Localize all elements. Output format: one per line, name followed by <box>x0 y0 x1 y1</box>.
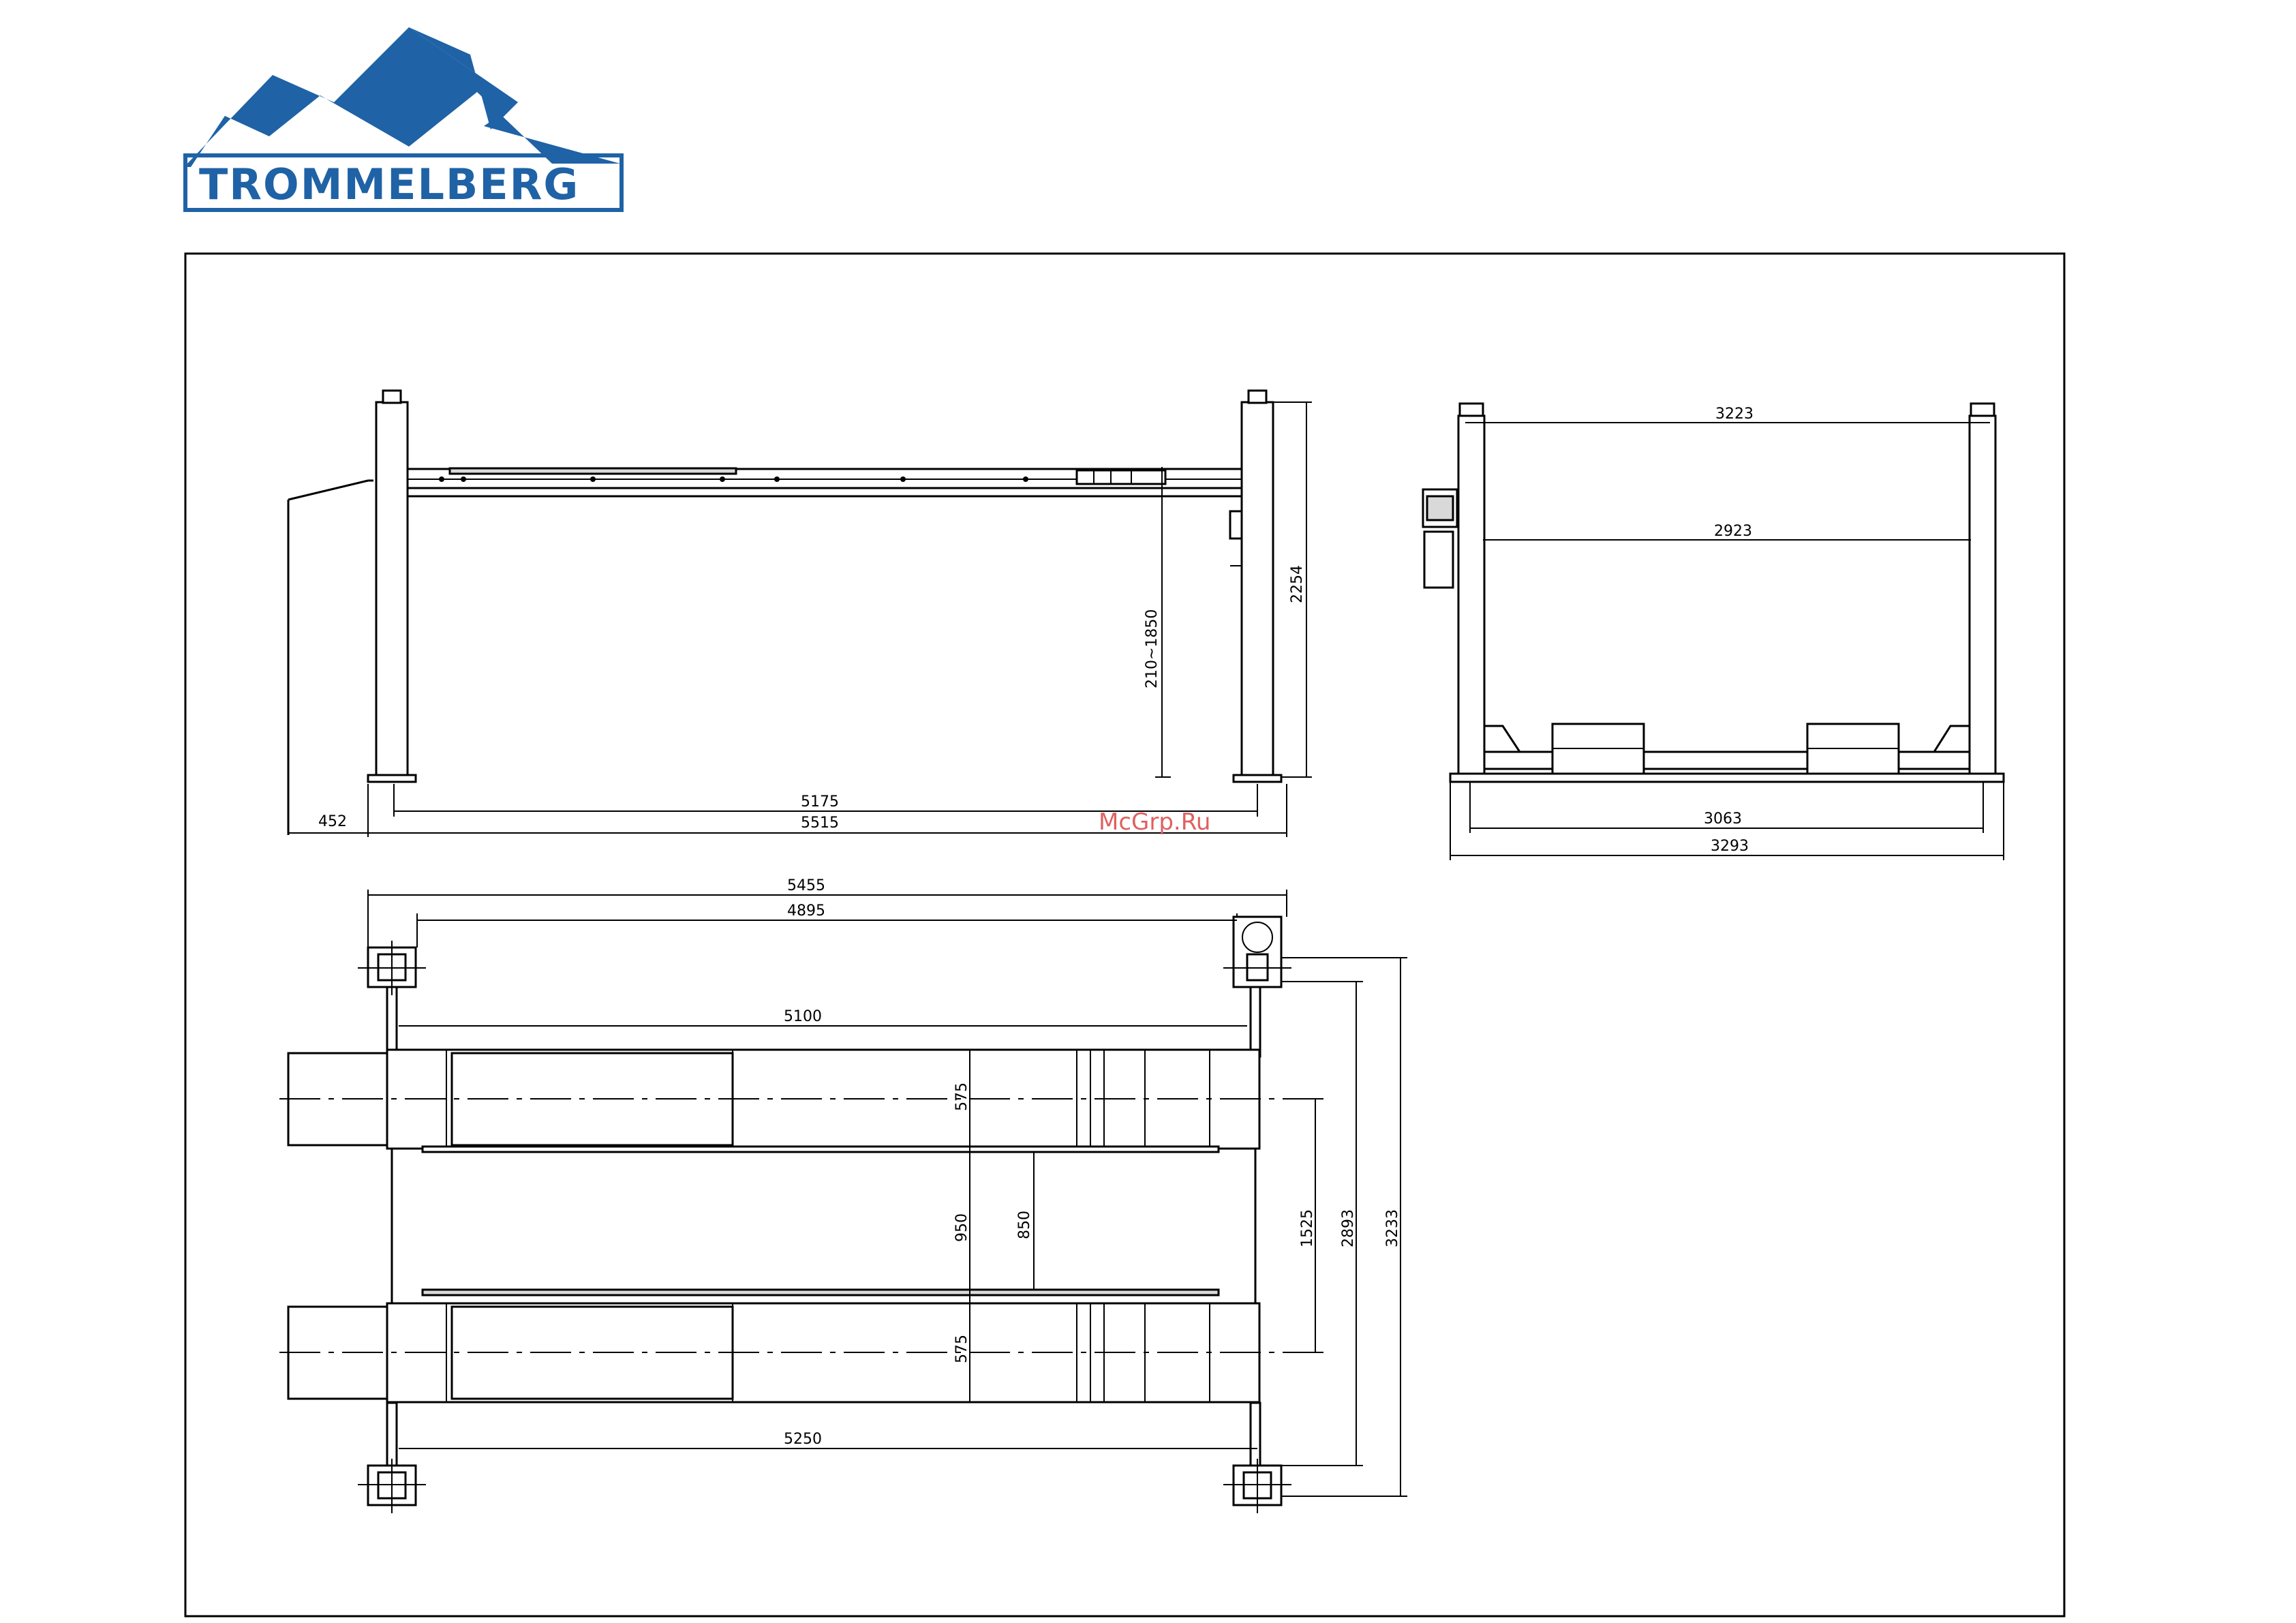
front-right-post <box>1970 416 1995 776</box>
dim-2254: 2254 <box>1289 565 1306 603</box>
dim-575-upper: 575 <box>953 1082 970 1111</box>
dim-3223: 3223 <box>1715 406 1754 423</box>
side-ramp <box>288 481 373 500</box>
dim-5455: 5455 <box>787 877 825 894</box>
dim-950: 950 <box>953 1213 970 1242</box>
dim-3233: 3233 <box>1384 1209 1401 1247</box>
dim-4895: 4895 <box>787 902 825 920</box>
logo-brand-text: TROMMELBERG <box>199 160 579 209</box>
trommelberg-logo: TROMMELBERG <box>184 27 622 210</box>
mountain-logo-icon <box>184 27 620 167</box>
top-runway-lower <box>387 1290 1259 1402</box>
dim-3063: 3063 <box>1704 810 1742 828</box>
drawing-frame <box>185 254 2064 1616</box>
dim-3293: 3293 <box>1711 838 1749 855</box>
top-view: 5455 4895 5100 5250 575 575 950 850 1525… <box>279 877 1407 1513</box>
dim-5515: 5515 <box>801 815 839 832</box>
front-left-post <box>1458 416 1484 776</box>
side-left-column <box>376 402 408 777</box>
front-view: 3223 2923 3063 3293 <box>1423 404 2004 860</box>
top-runway-upper <box>387 1050 1259 1152</box>
dim-5100: 5100 <box>784 1008 822 1025</box>
dim-452: 452 <box>318 813 347 830</box>
top-base-plates <box>368 917 1281 1505</box>
dim-5250: 5250 <box>784 1431 822 1448</box>
front-base <box>1450 774 2004 782</box>
power-unit-icon <box>1423 489 1457 588</box>
dim-2923: 2923 <box>1714 523 1752 540</box>
watermark: McGrp.Ru <box>1099 808 1210 836</box>
front-dims <box>1450 423 2004 860</box>
dim-lift-height: 210~1850 <box>1144 609 1161 688</box>
dim-850: 850 <box>1016 1211 1033 1239</box>
front-runway-left <box>1552 724 1644 775</box>
front-runway-right <box>1807 724 1899 775</box>
dim-2893: 2893 <box>1340 1209 1357 1247</box>
side-view: 452 5175 5515 210~1850 2254 <box>288 391 1312 837</box>
dim-5175: 5175 <box>801 793 839 810</box>
dim-1525: 1525 <box>1299 1209 1316 1247</box>
side-right-column <box>1242 402 1273 777</box>
dim-575-lower: 575 <box>953 1335 970 1363</box>
